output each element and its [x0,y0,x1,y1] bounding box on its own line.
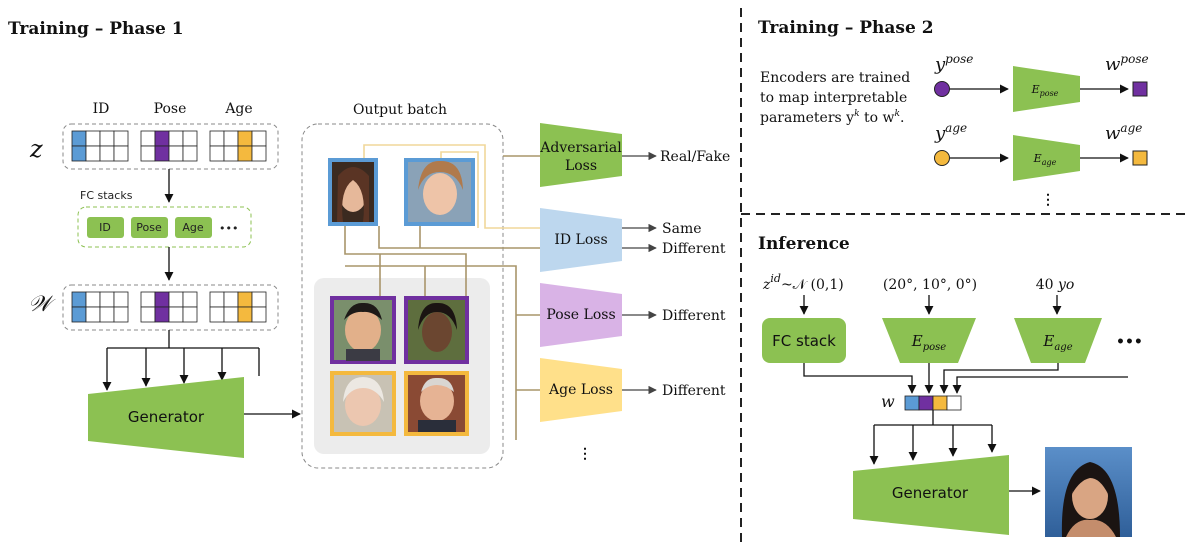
inference-ellipsis: ••• [1116,334,1143,350]
w-id-block [71,291,129,323]
phase2-age-output-node [1132,150,1148,166]
pose-output: Different [662,308,726,324]
inference-w-to-generator-bus [869,410,997,465]
phase2-more-dots: ⋮ [1041,192,1055,208]
fc-ellipsis: ••• [219,222,238,235]
latent-w-label: 𝒲 [28,292,56,317]
face-photo-6 [404,371,469,436]
inference-output-face [1045,447,1132,537]
inference-input-pose: (20°, 10°, 0°) [883,277,977,293]
inference-input-age: 40 yo [1036,277,1075,293]
fc-age-label: Age [182,221,204,234]
z-pose-block [140,130,198,162]
phase2-input-pose-label: ypose [934,52,973,75]
id-output-different: Different [662,241,726,257]
phase2-age-input-node [934,150,950,166]
inference-title: Inference [758,234,850,254]
inference-w-label: w [881,392,895,411]
face-photo-4 [404,296,469,364]
inference-age-encoder-label: Eage [1042,332,1072,353]
inference-w-vector [904,395,962,411]
phase2-age-encoder [1013,135,1080,181]
phase2-input-age-label: yage [934,121,967,144]
phase2-output-pose-label: wpose [1105,52,1149,75]
loss-connector-lines [344,144,540,440]
phase2-age-encoder-label: Eage [1033,152,1057,167]
age-loss-block [540,358,622,422]
col-label-id: ID [93,101,110,117]
fc-stacks-label: FC stacks [80,189,133,202]
age-loss-label: Age Loss [548,382,613,398]
z-id-block [71,130,129,162]
phase2-title: Training – Phase 2 [758,18,934,38]
phase2-description-line3: parameters yk to wk. [760,109,904,126]
phase2-pose-output-node [1132,81,1148,97]
w-to-generator-bus [102,330,260,391]
adversarial-loss-block [540,123,622,187]
phase2-pose-encoder [1013,66,1080,112]
inference-input-id: zid~𝒩 (0,1) [762,272,844,293]
fc-pose-block [131,217,168,238]
z-vector-box [62,123,279,170]
phase2-output-age-label: wage [1105,121,1142,144]
col-label-age: Age [224,101,252,117]
z-age-block [209,130,267,162]
latent-z-label: z [29,135,43,163]
inference-pose-encoder [882,318,976,363]
inference-generator [853,455,1009,535]
phase2-description-line1: Encoders are trained [760,70,910,86]
inference-fc-stack [762,318,846,363]
face-photo-3 [330,296,396,364]
inference-pose-encoder-label: Epose [911,332,947,353]
adversarial-output: Real/Fake [660,149,730,165]
phase2-pose-encoder-label: Epose [1031,83,1059,98]
pose-loss-label: Pose Loss [546,307,615,323]
w-vector-box [62,284,279,331]
col-label-pose: Pose [154,101,187,117]
output-batch-label: Output batch [353,102,447,118]
inference-generator-label: Generator [892,484,969,502]
generator-phase1 [88,377,244,458]
fc-id-block [87,217,124,238]
phase2-description-line2: to map interpretable [760,90,907,106]
id-loss-block [540,208,622,272]
inference-age-encoder [1014,318,1102,363]
w-pose-block [140,291,198,323]
inference-w-connections [803,363,1128,394]
face-photo-1 [328,158,378,226]
age-output: Different [662,383,726,399]
id-output-same: Same [662,221,702,237]
output-batch-box [301,123,504,469]
inference-fc-stack-label: FC stack [772,332,836,350]
phase1-title: Training – Phase 1 [8,19,184,39]
pose-loss-block [540,283,622,347]
phase2-pose-input-node [934,81,950,97]
fc-age-block [175,217,212,238]
id-loss-label: ID Loss [554,232,607,248]
adversarial-loss-label-1: Adversarial [539,140,622,156]
adversarial-loss-label-2: Loss [565,158,597,174]
fc-pose-label: Pose [136,221,162,234]
fc-id-label: ID [99,221,111,234]
losses-more-dots: ⋮ [578,446,592,462]
face-photo-5 [330,371,396,436]
w-age-block [209,291,267,323]
generator-phase1-label: Generator [128,408,205,426]
face-photo-2 [404,158,475,226]
fc-stacks-box [77,206,252,248]
